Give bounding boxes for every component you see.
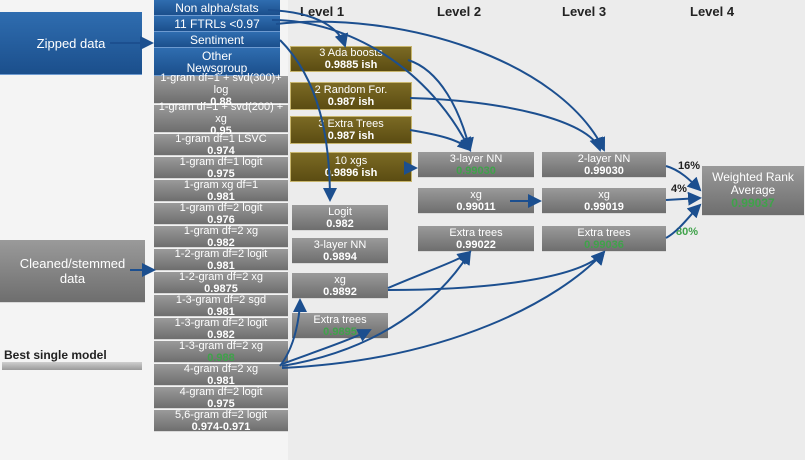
level0-model-label: 1-3-gram df=2 logit bbox=[174, 316, 268, 329]
level1-gold-1: 2 Random For.0.987 ish bbox=[290, 82, 412, 110]
level0-model-label: 5,6-gram df=2 logit bbox=[174, 408, 268, 421]
level0-model-score: 0.88 bbox=[210, 95, 232, 108]
level0-model-label: 1-3-gram df=2 sgd bbox=[175, 293, 267, 306]
level0-model-score: 0.981 bbox=[207, 374, 235, 387]
level-title-4: Level 4 bbox=[690, 4, 735, 19]
level0-model-score: 0.975 bbox=[207, 397, 235, 410]
level0-model-label: 1-gram df=1 logit bbox=[179, 155, 263, 168]
blue-box-newsgroup: Other Newsgroup bbox=[154, 48, 280, 76]
level0-model-label: 4-gram df=2 logit bbox=[179, 385, 263, 398]
level0-model-label: 1-gram df=1 + svd(300)+ log bbox=[160, 71, 282, 96]
blue-box-nonalpha: Non alpha/stats bbox=[154, 0, 280, 16]
level0-model-label: 1-2-gram df=2 logit bbox=[174, 247, 268, 260]
level0-model-score: 0.988 bbox=[207, 351, 235, 364]
level0-model-label: 1-gram df=2 logit bbox=[179, 201, 263, 214]
level0-model-label: 4-gram df=2 xg bbox=[183, 362, 259, 375]
best-single-model-label: Best single model bbox=[4, 348, 107, 362]
level0-model-score: 0.9875 bbox=[204, 282, 238, 295]
blue-box-sentiment: Sentiment bbox=[154, 32, 280, 48]
level0-model-score: 0.95 bbox=[210, 124, 232, 137]
level0-model-score: 0.975 bbox=[207, 167, 235, 180]
level0-model-score: 0.981 bbox=[207, 190, 235, 203]
zipped-data-label: Zipped data bbox=[0, 12, 142, 75]
level0-model-label: 1-gram xg df=1 bbox=[183, 178, 259, 191]
weight-16: 16% bbox=[678, 160, 701, 172]
level0-model-score: 0.982 bbox=[207, 328, 235, 341]
level0-model-score: 0.974-0.971 bbox=[191, 420, 251, 433]
weight-80: 80% bbox=[676, 226, 699, 238]
level0-model-score: 0.976 bbox=[207, 213, 235, 226]
level0-model-label: 1-gram df=2 xg bbox=[183, 224, 259, 237]
level-title-2: Level 2 bbox=[437, 4, 482, 19]
level0-model-score: 0.981 bbox=[207, 305, 235, 318]
weight-4: 4% bbox=[671, 183, 687, 195]
level0-model-score: 0.981 bbox=[207, 259, 235, 272]
level-title-3: Level 3 bbox=[562, 4, 607, 19]
level-title-1: Level 1 bbox=[300, 4, 345, 19]
level0-model-label: 1-gram df=1 + svd(200) + xg bbox=[158, 100, 284, 125]
level0-model-label: 1-2-gram df=2 xg bbox=[178, 270, 264, 283]
best-model-arrow bbox=[2, 362, 142, 370]
zipped-data-text: Zipped data bbox=[36, 35, 106, 51]
cleaned-data-label: Cleaned/stemmed data bbox=[0, 240, 145, 303]
blue-box-ftrl: 11 FTRLs <0.97 bbox=[154, 16, 280, 32]
level0-model-score: 0.974 bbox=[207, 144, 235, 157]
level0-model-score: 0.982 bbox=[207, 236, 235, 249]
level0-model-label: 1-gram df=1 LSVC bbox=[175, 132, 267, 145]
level0-model-label: 1-3-gram df=2 xg bbox=[178, 339, 264, 352]
cleaned-data-text: Cleaned/stemmed data bbox=[19, 256, 126, 286]
